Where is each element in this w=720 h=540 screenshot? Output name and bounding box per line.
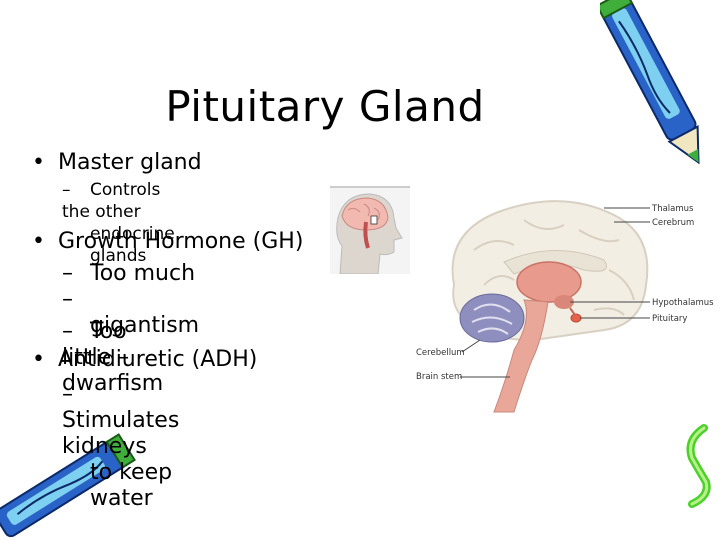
- sub-bullet-text: Too much –: [62, 261, 196, 312]
- label-cerebrum: Cerebrum: [652, 218, 694, 228]
- squiggle-decoration-icon: [686, 424, 711, 508]
- sub-bullet-item: –Controls the other endocrine glands: [62, 179, 175, 267]
- sub-bullet-text: Stimulates kidneys: [62, 408, 180, 459]
- bullet-dot: •: [32, 150, 45, 175]
- pencil-bottom-left-icon: [0, 433, 136, 538]
- sub-bullet-text: Controls the other: [62, 180, 161, 222]
- sub-bullet-item: –Too much – gigantism: [62, 261, 199, 339]
- label-brain-stem: Brain stem: [416, 372, 462, 382]
- sub-bullet-dash: –: [62, 261, 73, 286]
- bullet-dot: •: [32, 229, 45, 254]
- sub-bullet-dash: –: [62, 180, 71, 200]
- label-pituitary: Pituitary: [652, 314, 687, 324]
- sub-bullet-dash: –: [62, 319, 73, 344]
- bullet-text: Master gland: [58, 150, 202, 175]
- pencil-top-right-icon: [600, 0, 700, 165]
- label-thalamus: Thalamus: [651, 204, 694, 214]
- sub-bullet-item: –Too little – dwarfism: [62, 319, 163, 397]
- bullet-item: • Growth Hormone (GH): [32, 229, 303, 255]
- label-hypothalamus: Hypothalamus: [652, 298, 714, 308]
- sub-bullet-text: gigantism: [90, 313, 200, 338]
- sub-bullet-dash: –: [62, 382, 73, 407]
- bullet-item: • Antidiuretic (ADH): [32, 347, 257, 373]
- bullet-item: • Master gland: [32, 150, 202, 176]
- bullet-text: Growth Hormone (GH): [58, 229, 304, 254]
- sub-bullet-item: –Stimulates kidneys to keep water: [62, 382, 179, 512]
- bullet-text: Antidiuretic (ADH): [58, 347, 258, 372]
- sub-bullet-text: to keep water: [90, 460, 173, 511]
- sub-bullet-text: endocrine glands: [90, 224, 175, 266]
- sub-bullet-text: Too little – dwarfism: [62, 319, 164, 396]
- bullet-dot: •: [32, 347, 45, 372]
- slide-title: Pituitary Gland: [165, 82, 485, 131]
- brain-diagram: Thalamus Cerebrum Hypothalamus Pituitary…: [416, 200, 714, 413]
- head-inset-image: [330, 186, 410, 274]
- label-cerebellum: Cerebellum: [416, 348, 465, 358]
